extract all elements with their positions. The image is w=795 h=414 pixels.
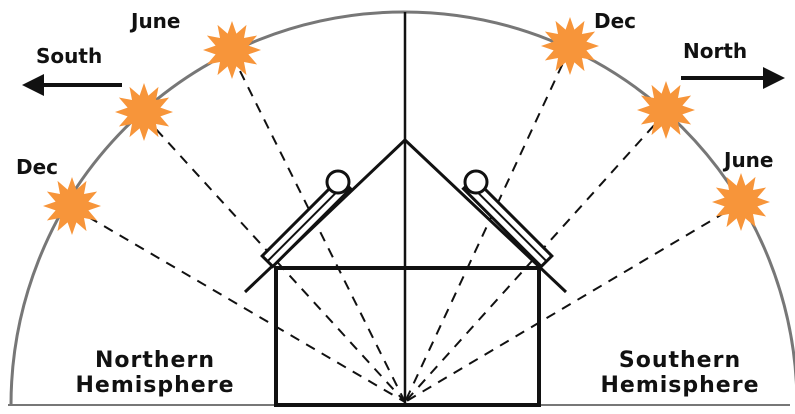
arrow-left-icon	[22, 74, 122, 96]
suns	[43, 17, 770, 235]
label-dec-left: Dec	[16, 155, 58, 179]
label-south: South	[36, 44, 102, 68]
sun-icon-right-june	[712, 173, 770, 231]
sky-arc	[11, 12, 795, 405]
label-northern-line1: Northern	[95, 348, 215, 373]
solar-panel-left	[262, 171, 350, 267]
sun-icon-left-june	[203, 21, 261, 79]
arrow-right-icon	[681, 67, 785, 89]
label-southern-line2: Hemisphere	[601, 373, 760, 398]
label-north: North	[683, 39, 747, 63]
label-june-left: June	[129, 9, 180, 33]
sun-icon-left-dec	[43, 177, 101, 235]
ray-left-june	[232, 55, 405, 402]
label-northern-line2: Hemisphere	[76, 373, 235, 398]
house-body	[276, 268, 539, 405]
ray-right-dec	[405, 48, 570, 402]
solar-panel-right	[463, 171, 551, 267]
label-southern-line1: Southern	[619, 348, 741, 373]
label-dec-right: Dec	[594, 9, 636, 33]
label-june-right: June	[722, 148, 773, 172]
sun-icon-right-dec	[541, 17, 599, 75]
